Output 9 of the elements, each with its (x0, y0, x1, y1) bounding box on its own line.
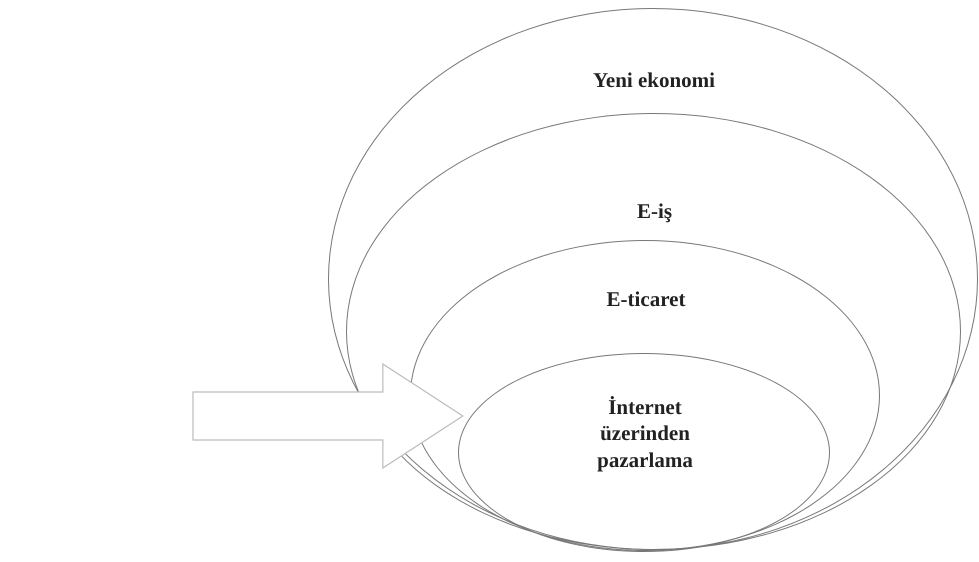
nested-ellipse (410, 240, 880, 551)
ellipse-label: Yeni ekonomi (592, 67, 716, 94)
nested-ellipse (346, 113, 961, 550)
block-arrow (192, 362, 464, 470)
nested-ellipse (458, 353, 830, 552)
ellipse-label: E-iş (636, 198, 673, 224)
ellipse-label: İnternet üzerinden pazarlama (596, 394, 694, 473)
nested-ellipse (328, 8, 978, 550)
ellipse-label: E-ticaret (606, 286, 686, 312)
